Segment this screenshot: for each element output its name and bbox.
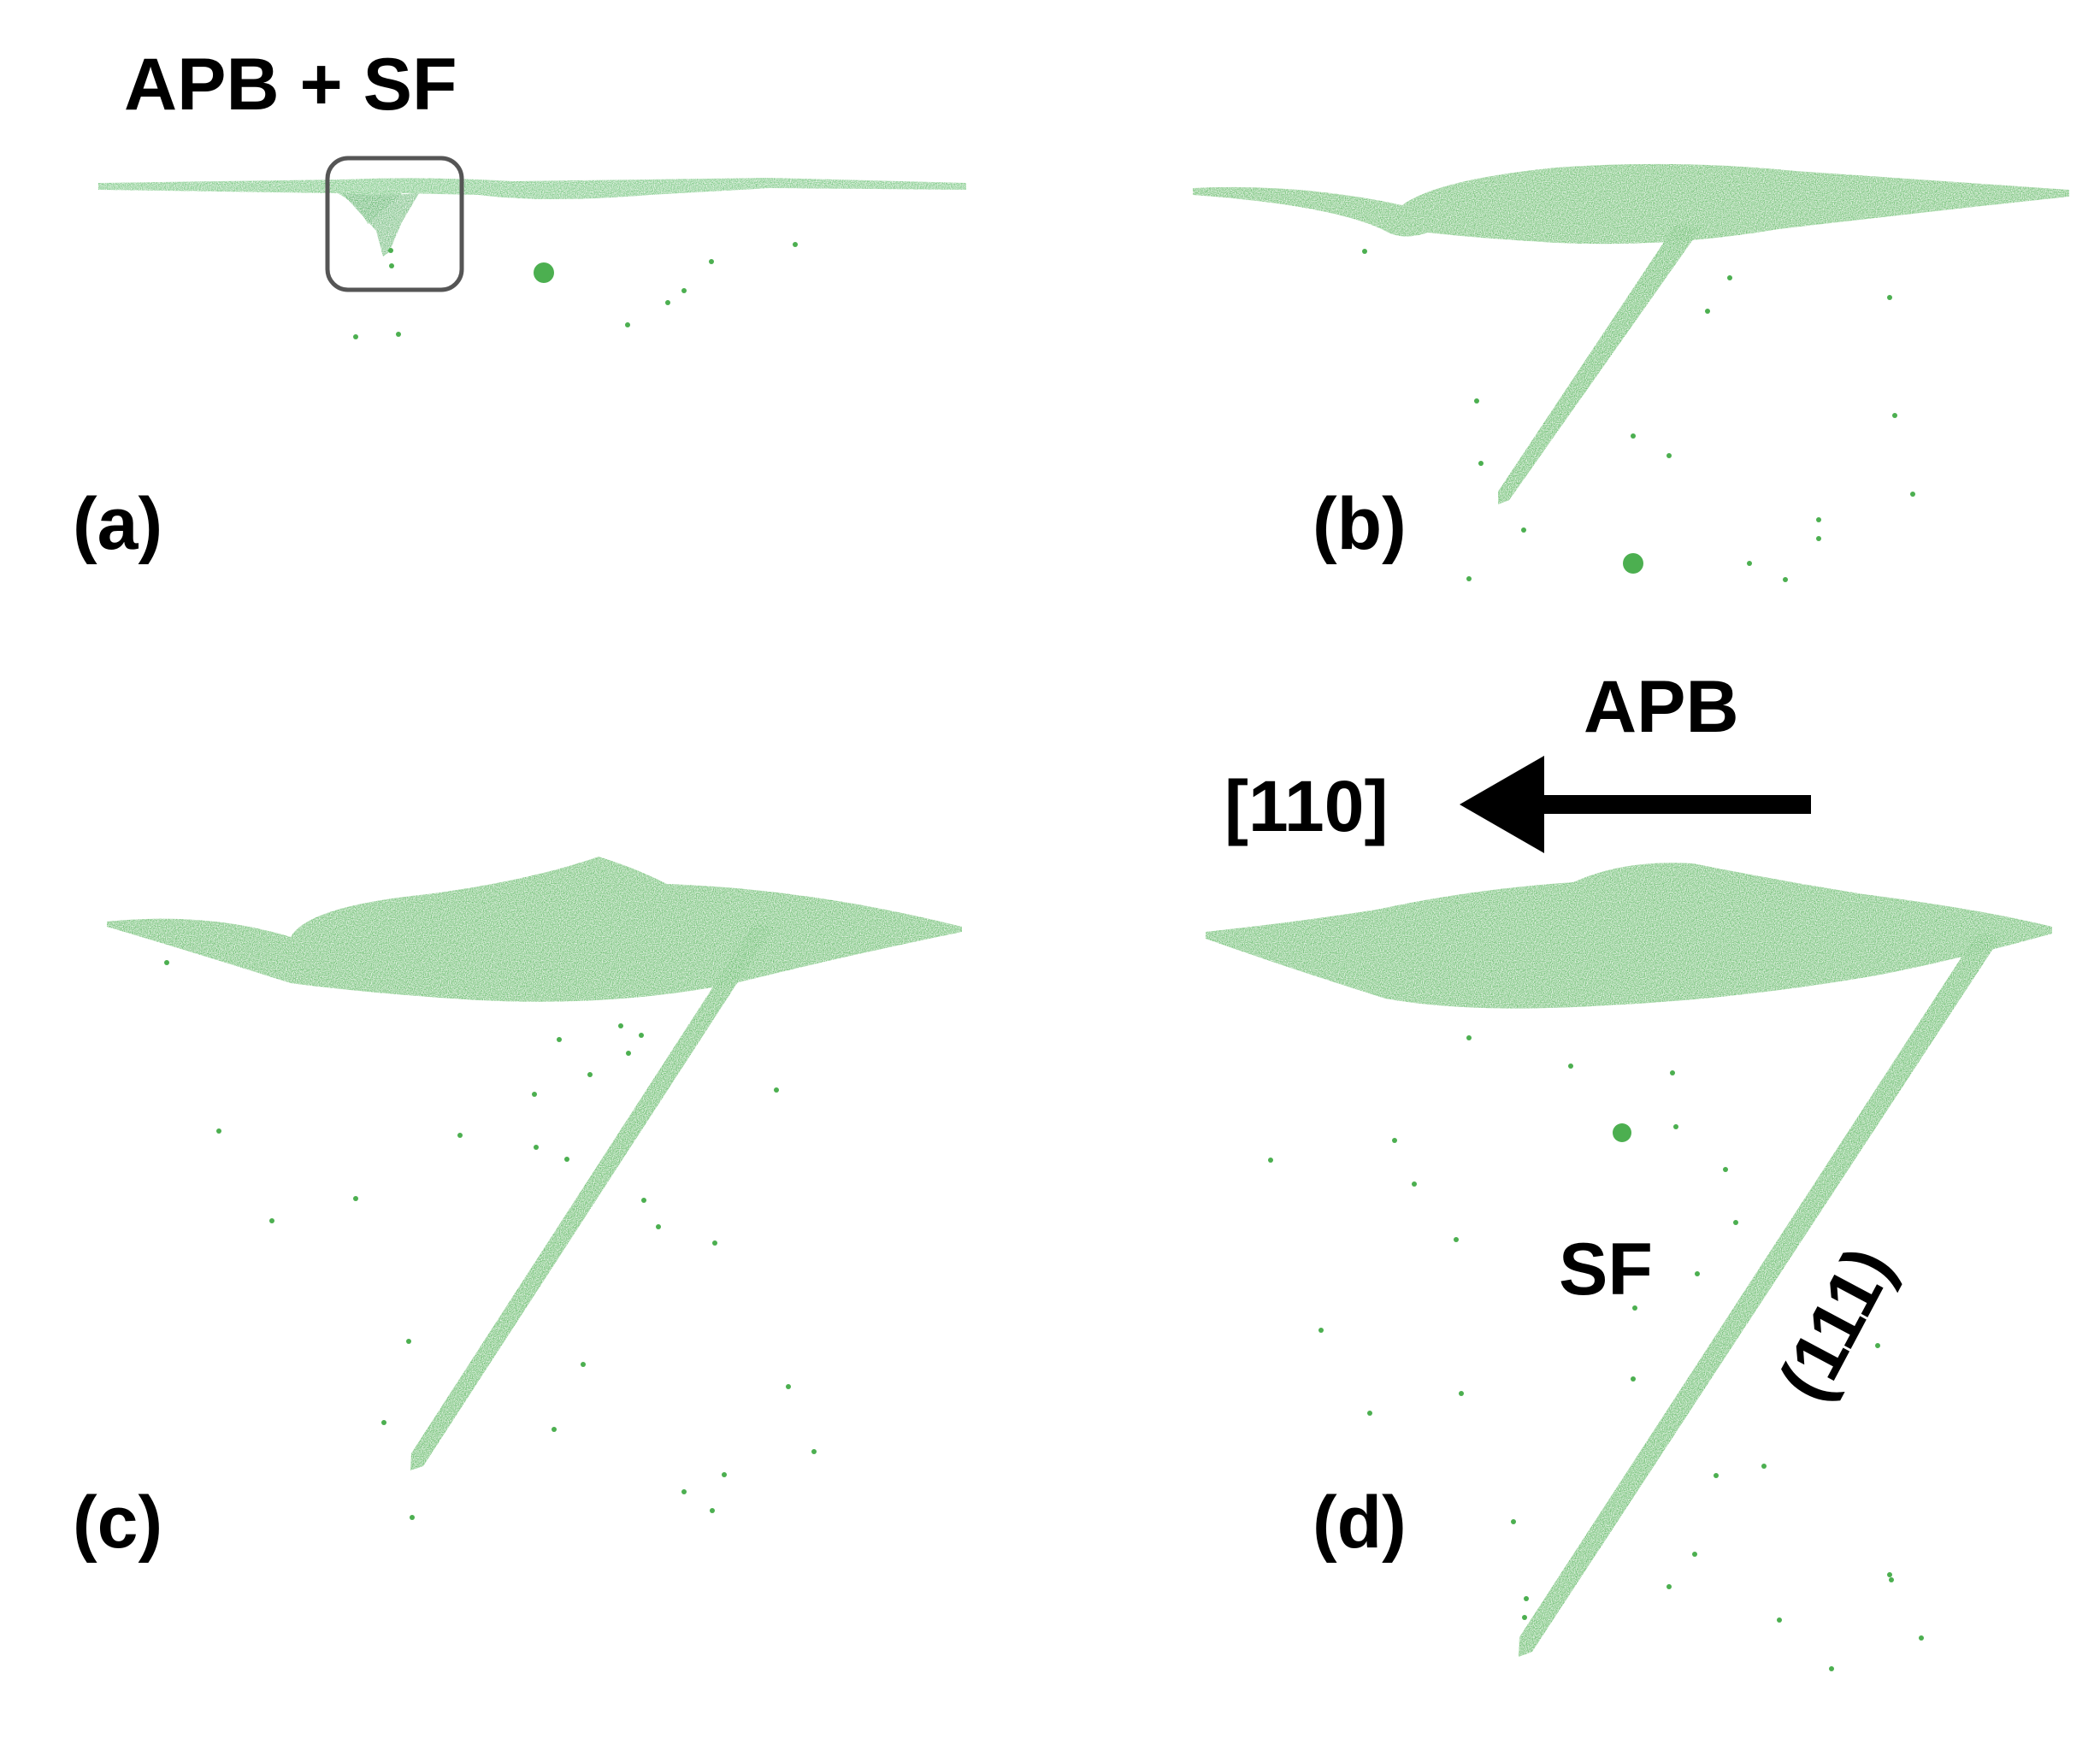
panel-a-apb-layer [98, 178, 966, 224]
panel-a: APB + SF (a) [73, 44, 966, 565]
panel-a-label: (a) [73, 483, 162, 565]
panel-b-defect-structure [1193, 163, 2069, 504]
panel-d: APB [110] SF (111) (d) [1206, 666, 2052, 1671]
panel-c-point-defects [164, 960, 817, 1520]
panel-a-highlight-box [325, 156, 464, 292]
panel-b-sf-band [1498, 224, 1702, 504]
panel-b-label: (b) [1312, 483, 1407, 565]
left-arrow-icon [1460, 756, 1811, 853]
panel-a-defect-structure [98, 178, 966, 256]
panel-a-point-defects [353, 242, 798, 339]
panel-c-apb-layer [107, 857, 962, 1002]
panel-d-defect-structure [1206, 863, 2052, 1657]
panel-c-label: (c) [73, 1482, 162, 1564]
direction-label: [110] [1224, 766, 1388, 846]
panel-d-apb-layer [1206, 863, 2052, 1009]
panel-c-defect-structure [107, 857, 962, 1470]
panel-b: (b) [1193, 163, 2069, 582]
panel-a-sf-seed [342, 193, 419, 256]
panel-d-sf-band [1519, 934, 2001, 1657]
panel-c-sf-band [410, 923, 774, 1470]
panel-d-label: (d) [1312, 1482, 1407, 1564]
panel-b-point-defects [1362, 249, 1915, 582]
panel-d-point-defects [1268, 1035, 1924, 1671]
apb-sf-callout: APB + SF [124, 44, 457, 126]
sf-callout: SF [1559, 1228, 1653, 1311]
panel-c: (c) [73, 857, 962, 1564]
panel-b-apb-layer [1193, 163, 2069, 245]
apb-callout: APB [1584, 666, 1739, 748]
